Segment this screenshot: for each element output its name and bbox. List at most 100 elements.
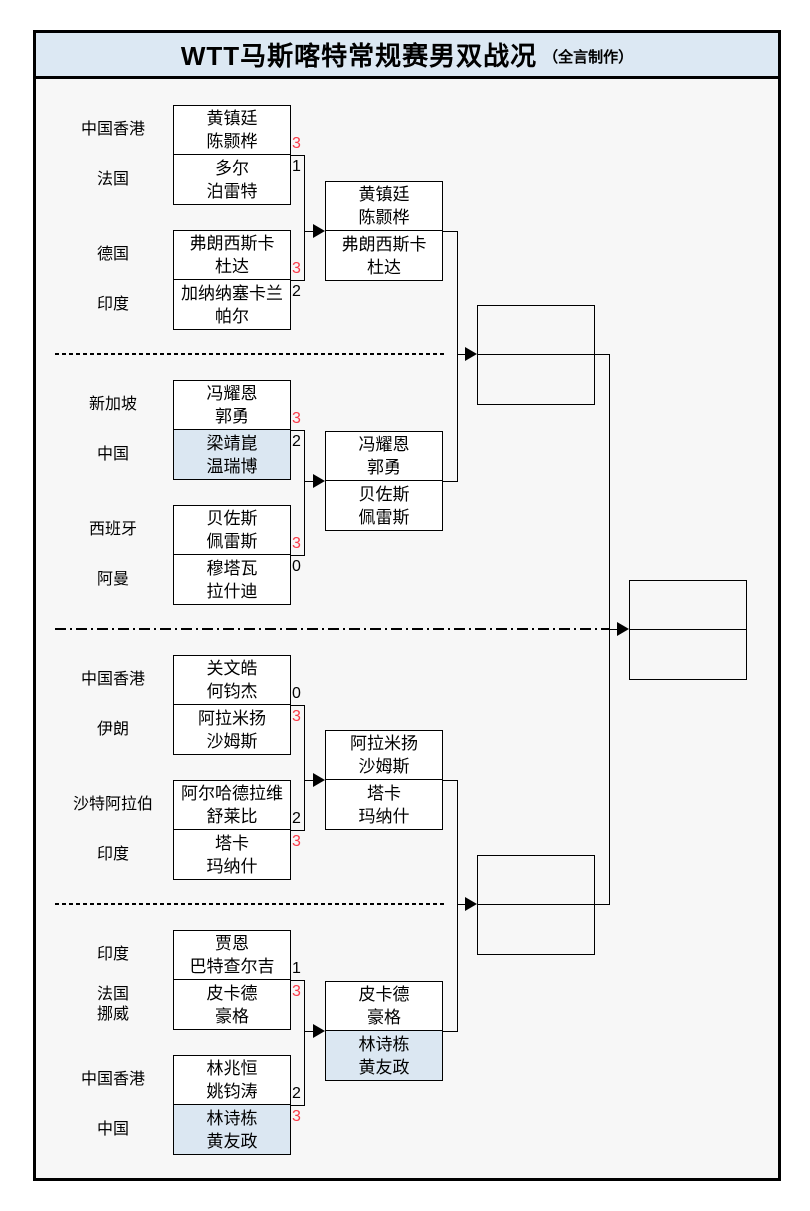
section-divider-dotted (55, 353, 445, 355)
title-credit: （全言制作） (543, 49, 634, 66)
team-cell-empty (630, 630, 746, 679)
country-label: 中国香港 (80, 671, 145, 688)
match-box: 贝佐斯 佩雷斯 穆塔瓦 拉什迪 (173, 505, 291, 605)
team-cell-empty (630, 581, 746, 630)
bracket-connector (290, 155, 305, 156)
bracket-connector (304, 231, 314, 232)
arrow-right-icon (465, 347, 477, 361)
team-cell-highlighted: 梁靖崑 温瑞博 (174, 430, 290, 479)
bracket-connector (290, 280, 305, 281)
section-divider-dotted (55, 903, 445, 905)
team-cell-empty (478, 306, 594, 355)
match-box: 关文皓 何钧杰 阿拉米扬 沙姆斯 (173, 655, 291, 755)
team-cell-highlighted: 林诗栋 黄友政 (174, 1105, 290, 1154)
score: 3 (292, 410, 301, 427)
country-label: 法国 挪威 (96, 986, 129, 1023)
bracket-connector (595, 354, 610, 355)
team-cell: 黄镇廷 陈颢桦 (174, 106, 290, 155)
team-cell: 皮卡德 豪格 (174, 980, 290, 1029)
score: 2 (292, 283, 301, 300)
bracket-connector (304, 1031, 314, 1032)
team-cell: 穆塔瓦 拉什迪 (174, 555, 290, 604)
score: 3 (292, 983, 301, 1000)
match-box: 冯耀恩 郭勇 梁靖崑 温瑞博 (173, 380, 291, 480)
round2-box: 冯耀恩 郭勇 贝佐斯 佩雷斯 (325, 431, 443, 531)
score: 3 (292, 1108, 301, 1125)
team-cell: 林兆恒 姚钧涛 (174, 1056, 290, 1105)
round2-box: 阿拉米扬 沙姆斯 塔卡 玛纳什 (325, 730, 443, 830)
score: 1 (292, 960, 301, 977)
team-cell: 阿拉米扬 沙姆斯 (174, 705, 290, 754)
bracket-connector (304, 481, 314, 482)
round2-box: 皮卡德 豪格 林诗栋 黄友政 (325, 981, 443, 1081)
arrow-right-icon (313, 224, 325, 238)
score: 0 (292, 685, 301, 702)
score: 3 (292, 708, 301, 725)
team-cell: 贝佐斯 佩雷斯 (326, 481, 442, 530)
country-label: 西班牙 (88, 521, 137, 538)
score: 2 (292, 433, 301, 450)
score: 0 (292, 558, 301, 575)
match-box: 林兆恒 姚钧涛 林诗栋 黄友政 (173, 1055, 291, 1155)
score: 2 (292, 1085, 301, 1102)
center-divider-dashdot (55, 628, 610, 630)
bracket-connector (290, 830, 305, 831)
team-cell: 皮卡德 豪格 (326, 982, 442, 1031)
match-box: 黄镇廷 陈颢桦 多尔 泊雷特 (173, 105, 291, 205)
bracket-connector (457, 780, 458, 1031)
team-cell: 塔卡 玛纳什 (174, 830, 290, 879)
bracket-connector (304, 155, 305, 280)
country-label: 印度 (96, 296, 129, 313)
country-label: 德国 (96, 246, 129, 263)
team-cell: 塔卡 玛纳什 (326, 780, 442, 829)
match-box: 贾恩 巴特查尔吉 皮卡德 豪格 (173, 930, 291, 1030)
bracket-connector (290, 1105, 305, 1106)
team-cell-empty (478, 856, 594, 905)
team-cell: 冯耀恩 郭勇 (174, 381, 290, 430)
match-box: 阿尔哈德拉维 舒莱比 塔卡 玛纳什 (173, 780, 291, 880)
score: 1 (292, 158, 301, 175)
bracket-connector (442, 481, 458, 482)
team-cell: 弗朗西斯卡 杜达 (326, 231, 442, 280)
bracket-connector (457, 354, 467, 355)
page-title: WTT马斯喀特常规赛男双战况 (180, 41, 538, 71)
match-box: 弗朗西斯卡 杜达 加纳纳塞卡兰 帕尔 (173, 230, 291, 330)
bracket-connector (304, 980, 305, 1105)
bracket-connector (457, 231, 458, 481)
score: 3 (292, 535, 301, 552)
country-label: 印度 (96, 946, 129, 963)
bracket-connector (290, 430, 305, 431)
country-label: 新加坡 (88, 396, 137, 413)
team-cell-highlighted: 林诗栋 黄友政 (326, 1031, 442, 1080)
final-box (629, 580, 747, 680)
bracket-connector (304, 780, 314, 781)
team-cell: 阿尔哈德拉维 舒莱比 (174, 781, 290, 830)
score: 3 (292, 260, 301, 277)
country-label: 阿曼 (96, 571, 129, 588)
team-cell: 阿拉米扬 沙姆斯 (326, 731, 442, 780)
team-cell: 冯耀恩 郭勇 (326, 432, 442, 481)
title-bar: WTT马斯喀特常规赛男双战况 （全言制作） (33, 30, 781, 79)
team-cell: 贝佐斯 佩雷斯 (174, 506, 290, 555)
country-label: 中国香港 (80, 121, 145, 138)
country-label: 伊朗 (96, 721, 129, 738)
bracket-connector (304, 430, 305, 555)
arrow-right-icon (313, 773, 325, 787)
team-cell: 多尔 泊雷特 (174, 155, 290, 204)
bracket-connector (290, 555, 305, 556)
bracket-connector (609, 629, 619, 630)
country-label: 中国 (96, 1121, 129, 1138)
team-cell: 黄镇廷 陈颢桦 (326, 182, 442, 231)
round2-box: 黄镇廷 陈颢桦 弗朗西斯卡 杜达 (325, 181, 443, 281)
bracket-connector (442, 1031, 458, 1032)
arrow-right-icon (617, 622, 629, 636)
score: 3 (292, 833, 301, 850)
team-cell: 贾恩 巴特查尔吉 (174, 931, 290, 980)
arrow-right-icon (465, 897, 477, 911)
bracket-connector (290, 705, 305, 706)
country-label: 印度 (96, 846, 129, 863)
semifinal-box (477, 855, 595, 955)
team-cell-empty (478, 355, 594, 404)
bracket-connector (304, 705, 305, 830)
country-label: 沙特阿拉伯 (72, 796, 153, 813)
